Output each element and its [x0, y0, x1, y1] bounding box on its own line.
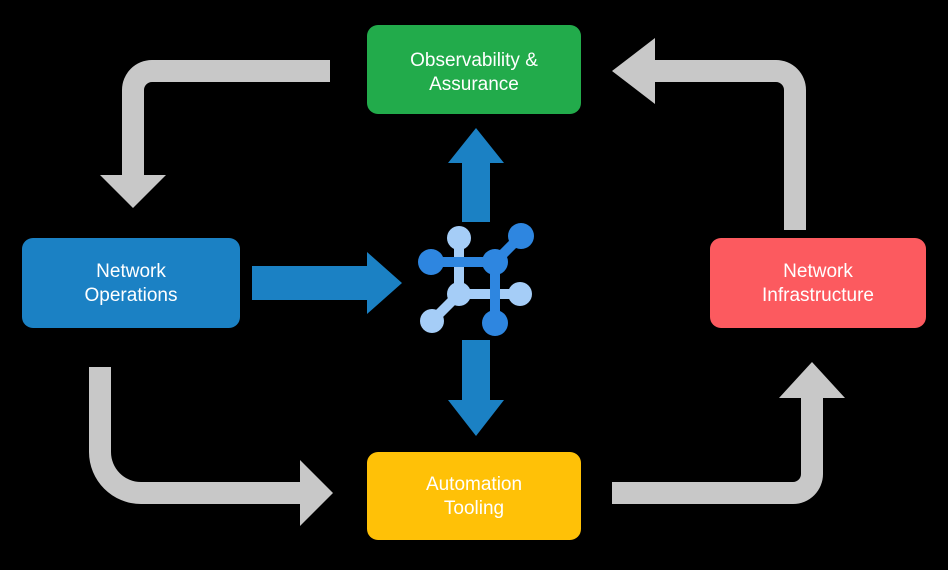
- blue-arrow-center-to-automation: [448, 340, 504, 436]
- node-network-infrastructure-label-line2: Infrastructure: [762, 285, 874, 306]
- node-automation-tooling-label-line2: Tooling: [444, 498, 504, 519]
- gray-arrow-observability-to-operations: [100, 60, 330, 208]
- node-network-operations-label-line2: Operations: [85, 285, 178, 306]
- node-observability-box[interactable]: [367, 25, 581, 114]
- node-network-infrastructure-label-line1: Network: [783, 261, 853, 282]
- gray-arrow-automation-to-infrastructure: [612, 362, 845, 504]
- node-observability-label-line1: Observability &: [410, 50, 538, 71]
- blue-arrow-center-to-observability: [448, 128, 504, 222]
- network-mesh-icon: [418, 223, 534, 336]
- node-automation-tooling-label-line1: Automation: [426, 474, 522, 495]
- node-observability[interactable]: Observability & Assurance: [367, 25, 581, 114]
- node-observability-label-line2: Assurance: [429, 74, 519, 95]
- node-automation-tooling[interactable]: Automation Tooling: [367, 452, 581, 540]
- node-network-operations-label-line1: Network: [96, 261, 166, 282]
- node-automation-tooling-box[interactable]: [367, 452, 581, 540]
- gray-arrow-infrastructure-to-observability: [612, 38, 806, 230]
- gray-arrow-operations-to-automation: [89, 367, 333, 526]
- node-network-operations[interactable]: Network Operations: [22, 238, 240, 328]
- node-network-operations-box[interactable]: [22, 238, 240, 328]
- blue-arrow-ops-to-center: [252, 252, 402, 314]
- node-network-infrastructure[interactable]: Network Infrastructure: [710, 238, 926, 328]
- node-network-infrastructure-box[interactable]: [710, 238, 926, 328]
